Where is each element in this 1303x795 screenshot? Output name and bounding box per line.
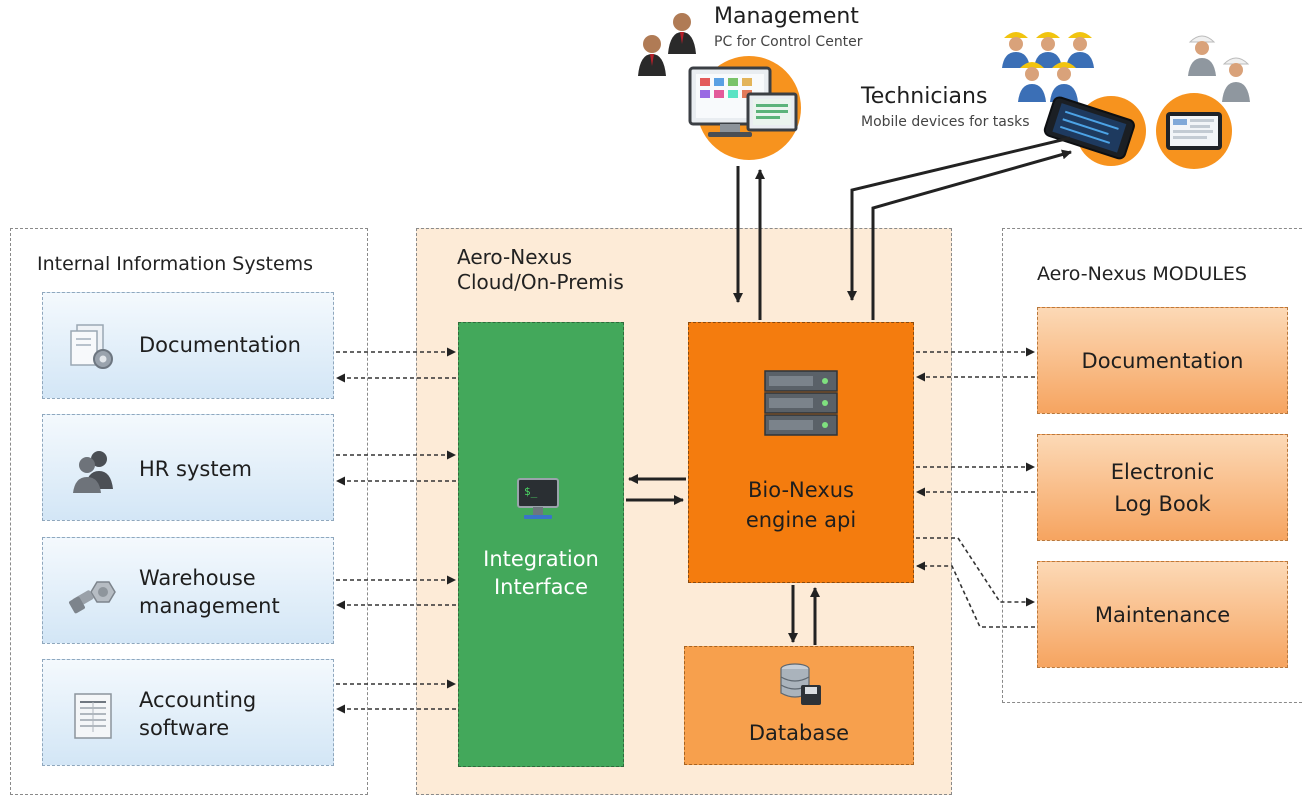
technicians-icon [996,26,1126,104]
management-subtitle: PC for Control Center [714,34,863,50]
engine-label: Bio-Nexus engine api [745,478,857,532]
bolt-nut-icon [67,568,119,620]
managers-icon [634,8,706,78]
documents-gear-icon [67,321,119,373]
database-box: Database [684,646,914,765]
internal-documentation-label: Documentation [139,333,301,357]
internal-warehouse-box: Warehouse management [42,537,334,644]
modules-panel: Aero-Nexus MODULES [1002,228,1302,703]
engine-box: Bio-Nexus engine api [688,322,914,583]
module-logbook-box: Electronic Log Book [1037,434,1288,541]
internal-systems-title: Internal Information Systems [37,253,314,275]
control-center-pc-icon [686,64,802,144]
module-logbook-label: Electronic Log Book [1110,459,1215,516]
smartphone-icon [1040,96,1140,160]
internal-documentation-box: Documentation [42,292,334,399]
module-maintenance-box: Maintenance [1037,561,1288,668]
database-icon [777,661,823,707]
server-rack-icon [759,367,843,439]
internal-accounting-label: Accounting software [139,688,257,740]
module-documentation-box: Documentation [1037,307,1288,414]
terminal-icon: $_ [516,477,566,523]
supervisors-icon [1180,28,1260,104]
technicians-subtitle: Mobile devices for tasks [861,114,1030,130]
module-maintenance-label: Maintenance [1094,602,1231,627]
internal-accounting-box: Accounting software [42,659,334,766]
technicians-title: Technicians [861,84,988,109]
cloud-title: Aero-Nexus Cloud/On-Premis [457,245,624,294]
integration-interface-box: $_ Integration Interface [458,322,624,767]
users-icon [67,445,119,497]
modules-title: Aero-Nexus MODULES [1037,263,1247,285]
database-label: Database [748,721,850,745]
tablet-icon [1160,106,1228,156]
internal-hr-label: HR system [139,457,252,481]
internal-hr-box: HR system [42,414,334,521]
internal-warehouse-label: Warehouse management [139,566,280,618]
ledger-icon [67,690,119,742]
svg-text:$_: $_ [524,485,538,498]
integration-interface-label: Integration Interface [483,547,599,599]
module-documentation-label: Documentation [1081,348,1244,373]
management-title: Management [714,4,859,29]
